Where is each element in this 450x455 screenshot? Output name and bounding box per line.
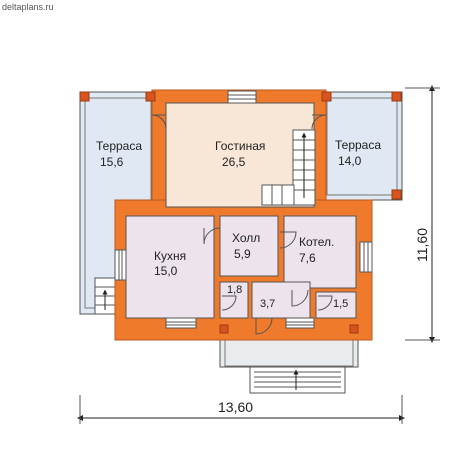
- terrace-right-floor: [321, 91, 403, 201]
- wc-floor: [219, 281, 249, 319]
- hall-area: 5,9: [234, 247, 251, 261]
- vestibule-area: 3,7: [260, 298, 275, 310]
- living-room-name: Гостиная: [215, 139, 265, 153]
- boiler-room-area: 7,6: [299, 251, 316, 265]
- depth-dimension-label: 11,60: [414, 228, 430, 262]
- porch-steps: [249, 366, 346, 394]
- width-dimension: [77, 395, 405, 424]
- wc-area: 1,8: [227, 284, 242, 296]
- living-room-floor: [165, 102, 315, 208]
- terrace-right-area: 14,0: [338, 154, 362, 168]
- hall-floor: [219, 215, 279, 277]
- vestibule-floor: [251, 281, 311, 319]
- kitchen-name: Кухня: [154, 249, 186, 263]
- doors: [151, 114, 333, 335]
- storage-floor: [315, 291, 357, 319]
- terrace-columns: [79, 91, 402, 334]
- kitchen-floor: [125, 215, 215, 319]
- boiler-room-floor: [283, 215, 357, 289]
- terrace-left-name: Терраса: [96, 139, 142, 153]
- width-dimension-label: 13,60: [218, 399, 253, 415]
- living-room-area: 26,5: [222, 155, 246, 169]
- windows: [114, 90, 373, 329]
- terrace-right-railing: [326, 97, 398, 196]
- terrace-right-name: Терраса: [335, 138, 381, 152]
- boiler-room-name: Котел.: [299, 235, 334, 249]
- site-label: deltaplans.ru: [2, 2, 54, 12]
- kitchen-area: 15,0: [154, 264, 178, 278]
- terrace-left-area: 15,6: [100, 155, 124, 169]
- storage-area: 1,5: [333, 298, 348, 310]
- depth-dimension: [405, 85, 440, 343]
- hall-name: Холл: [232, 231, 260, 245]
